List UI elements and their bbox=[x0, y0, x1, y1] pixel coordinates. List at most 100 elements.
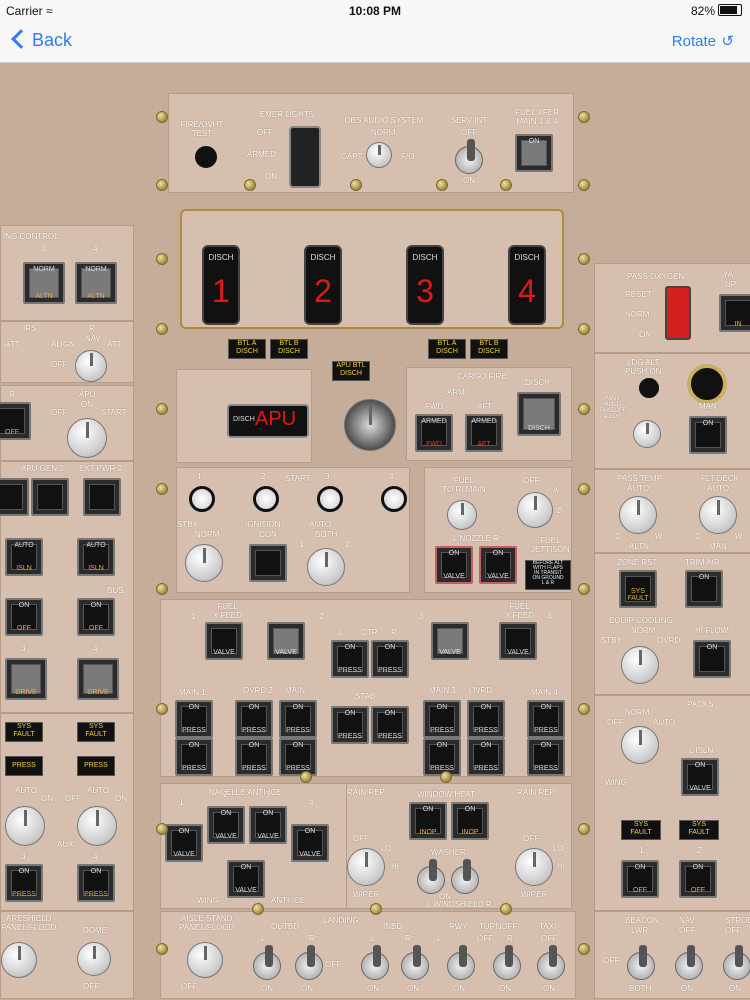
beacon-switch[interactable] bbox=[627, 945, 655, 980]
nav-lights-switch[interactable] bbox=[675, 945, 703, 980]
landing-inbd-r-switch[interactable] bbox=[401, 945, 429, 980]
washer-l-switch[interactable] bbox=[417, 859, 445, 894]
start-4-button[interactable] bbox=[381, 486, 407, 512]
drive-4-button[interactable]: DRIVE bbox=[77, 658, 119, 700]
landing-inbd-l-switch[interactable] bbox=[361, 945, 389, 980]
fire-test-knob[interactable] bbox=[344, 399, 396, 451]
trim-air-button[interactable]: ON bbox=[685, 570, 723, 608]
apu-selector[interactable] bbox=[67, 418, 107, 458]
rwy-turnoff-l-switch[interactable] bbox=[447, 945, 475, 980]
serv-int-switch[interactable] bbox=[455, 139, 483, 174]
emer-lights-switch[interactable] bbox=[289, 126, 321, 188]
apu-fire-handle[interactable]: DISCH APU bbox=[227, 404, 309, 438]
start-1-button[interactable] bbox=[189, 486, 215, 512]
hyd-4-selector[interactable] bbox=[77, 806, 117, 846]
outflow-man-button[interactable]: ON bbox=[689, 416, 727, 454]
back-button[interactable]: Back bbox=[10, 29, 72, 51]
wiper-l-selector[interactable] bbox=[347, 848, 385, 886]
hyd-3-selector[interactable] bbox=[5, 806, 45, 846]
start-3-button[interactable] bbox=[317, 486, 343, 512]
dome-knob[interactable] bbox=[77, 942, 111, 976]
zone-reset-button[interactable]: SYS FAULT bbox=[619, 570, 657, 608]
irs-r-selector[interactable] bbox=[75, 350, 107, 382]
auto-ignition-selector[interactable] bbox=[307, 548, 345, 586]
stby-ignition-selector[interactable] bbox=[185, 544, 223, 582]
aisle-stand-knob[interactable] bbox=[187, 942, 223, 978]
x-feed-4-button[interactable]: VALVE bbox=[499, 622, 537, 660]
landing-outbd-r-switch[interactable] bbox=[295, 945, 323, 980]
rotate-button[interactable]: Rotate bbox=[671, 33, 716, 50]
obs-audio-selector[interactable] bbox=[366, 142, 392, 168]
left-partial-button-1[interactable]: OFF bbox=[0, 402, 31, 440]
equip-cooling-selector[interactable] bbox=[621, 646, 659, 684]
fuel-to-main-knob[interactable] bbox=[447, 500, 477, 530]
x-feed-1-button[interactable]: VALVE bbox=[205, 622, 243, 660]
ldg-alt-button[interactable] bbox=[639, 378, 659, 398]
apu-gen2-button[interactable] bbox=[31, 478, 69, 516]
strobe-switch[interactable] bbox=[723, 945, 750, 980]
fuel-xfer-button[interactable]: ON bbox=[515, 134, 553, 172]
ignition-con-button[interactable] bbox=[249, 544, 287, 582]
drive-3-button[interactable]: DRIVE bbox=[5, 658, 47, 700]
pack-l-selector[interactable] bbox=[621, 726, 659, 764]
x-feed-2-button[interactable]: VALVE bbox=[267, 622, 305, 660]
x-feed-3-button[interactable]: VALVE bbox=[431, 622, 469, 660]
pass-oxygen-switch[interactable] bbox=[665, 286, 691, 340]
ldg-alt-knob[interactable] bbox=[633, 420, 661, 448]
cargo-disch-button[interactable]: DISCH bbox=[517, 392, 561, 436]
fuel-jettison-selector[interactable] bbox=[517, 492, 553, 528]
rotate-icon[interactable]: ↺ bbox=[721, 33, 734, 50]
right-partial-button-1[interactable]: IN bbox=[719, 294, 750, 332]
landing-outbd-l-switch[interactable] bbox=[253, 945, 281, 980]
left-partial-button-2[interactable] bbox=[0, 478, 29, 516]
rwy-turnoff-r-switch[interactable] bbox=[493, 945, 521, 980]
wiper-r-selector[interactable] bbox=[515, 848, 553, 886]
hi-flow-button[interactable]: ON bbox=[693, 640, 731, 678]
pass-temp-selector[interactable] bbox=[619, 496, 657, 534]
flt-deck-temp-selector[interactable] bbox=[699, 496, 737, 534]
taxi-switch[interactable] bbox=[537, 945, 565, 980]
ext-pwr2-button[interactable] bbox=[83, 478, 121, 516]
start-2-button[interactable] bbox=[253, 486, 279, 512]
washer-r-switch[interactable] bbox=[451, 859, 479, 894]
